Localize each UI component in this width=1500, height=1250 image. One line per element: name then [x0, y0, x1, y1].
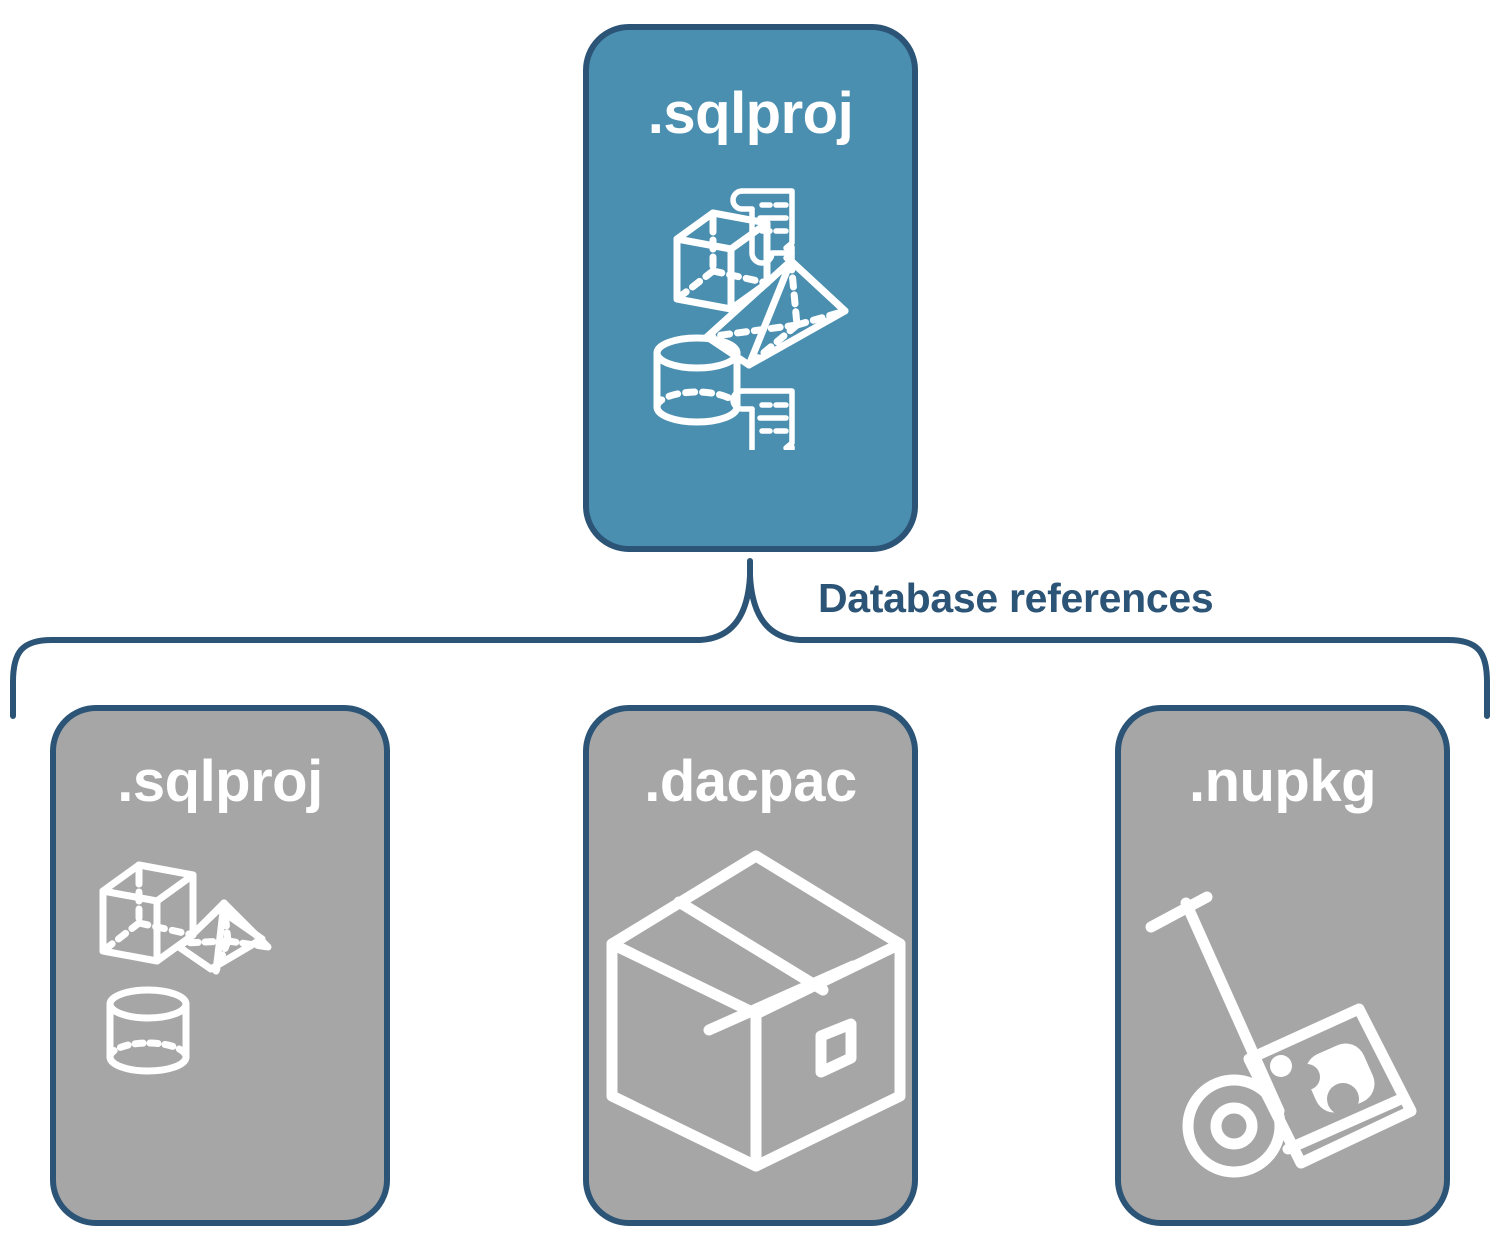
node-icons-sqlproj-root	[589, 175, 912, 466]
node-icons-nupkg	[1121, 861, 1444, 1181]
node-icons-sqlproj-child	[56, 861, 384, 1121]
node-title-sqlproj-child: .sqlproj	[117, 749, 323, 814]
nuget-glyph-holes	[1294, 1064, 1359, 1115]
script-scroll-icon	[730, 188, 795, 266]
hand-truck-package-icon	[1145, 891, 1417, 1178]
connector-label: Database references	[818, 575, 1214, 621]
node-sqlproj-root[interactable]: .sqlproj	[583, 24, 918, 552]
node-icons-dacpac	[589, 846, 912, 1176]
pyramid-icon	[175, 899, 272, 975]
nuget-glyph-icon	[1270, 1043, 1375, 1113]
node-title-dacpac: .dacpac	[644, 749, 857, 814]
node-title-nupkg: .nupkg	[1188, 749, 1377, 814]
script-scroll-icon	[730, 388, 795, 466]
node-sqlproj-child[interactable]: .sqlproj	[50, 705, 390, 1226]
node-dacpac[interactable]: .dacpac	[583, 705, 918, 1226]
node-nupkg[interactable]: .nupkg	[1115, 705, 1450, 1226]
cylinder-icon	[106, 986, 190, 1075]
package-box-icon	[606, 850, 906, 1172]
node-title-sqlproj-root: .sqlproj	[647, 81, 854, 146]
pyramid-icon	[703, 257, 849, 369]
